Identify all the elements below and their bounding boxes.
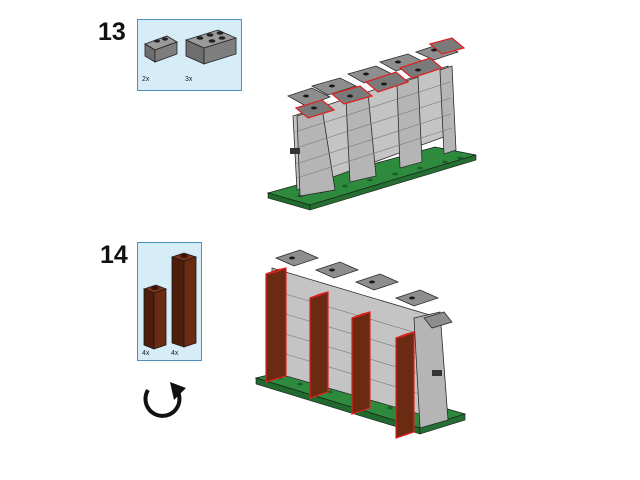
slope-brick-2x3-icon <box>184 29 238 65</box>
step-13-number: 13 <box>98 18 126 46</box>
part-qty: 4x <box>171 350 179 357</box>
part-qty: 4x <box>142 350 150 357</box>
step-14-number: 14 <box>100 241 128 269</box>
part-qty: 3x <box>185 76 193 83</box>
step-14-parts-box: 4x 4x <box>137 242 202 361</box>
part-qty: 2x <box>142 76 150 83</box>
brown-brick-1x1x3-icon <box>142 284 168 350</box>
step-13-parts-box: 2x 3x <box>137 19 242 91</box>
brown-brick-1x1x5-icon <box>170 252 198 348</box>
rotate-model-icon <box>143 382 186 418</box>
slope-brick-2x2-icon <box>144 35 178 63</box>
